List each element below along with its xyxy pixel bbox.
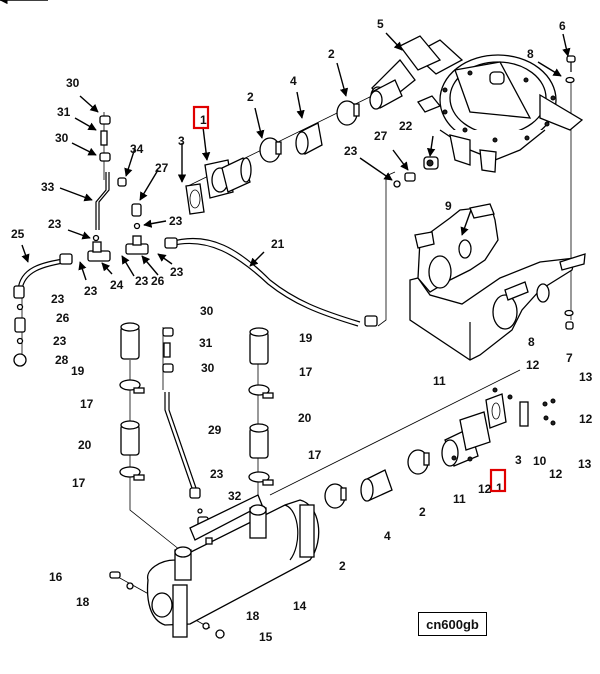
callout-30: 30 [200,304,214,318]
figure-id-label: cn600gb [418,612,487,636]
callout-20: 20 [298,411,312,425]
callout-29: 29 [208,423,222,437]
callout-2: 2 [419,505,426,519]
callout-12: 12 [549,467,563,481]
callout-23: 23 [53,334,67,348]
upper-hose-assembly [185,79,403,215]
drain-tube [162,327,209,530]
callout-12: 12 [579,412,593,426]
leader-arrows [0,0,571,281]
callout-28: 28 [55,353,69,367]
callout-30: 30 [201,361,215,375]
gasket-upper [185,183,205,215]
callout-2: 2 [328,47,335,61]
tube-centerline [377,171,396,327]
callout-14: 14 [293,599,307,613]
callout-18: 18 [246,609,260,623]
highlight-box-upper [192,105,210,130]
callout-labels: 1 1 2 2 2 2 2 3 3 4 4 5 6 7 8 8 9 10 11 … [11,17,593,644]
callout-9: 9 [445,199,452,213]
callout-23: 23 [135,274,149,288]
callout-4: 4 [384,529,391,543]
callout-13: 13 [578,457,592,471]
callout-30: 30 [66,76,80,90]
left-hose-stack [119,322,145,481]
callout-7: 7 [566,351,573,365]
callout-25: 25 [11,227,25,241]
callout-27: 27 [374,129,388,143]
callout-8: 8 [528,335,535,349]
callout-10: 10 [533,454,547,468]
callout-33: 33 [41,180,55,194]
callout-11: 11 [453,492,466,506]
callout-23: 23 [169,214,183,228]
right-hose-stack [248,327,274,486]
left-hose-centerline [129,360,181,551]
callout-26: 26 [151,274,165,288]
callout-17: 17 [308,448,322,462]
callout-8: 8 [527,47,534,61]
callout-3: 3 [515,453,522,467]
callout-3: 3 [178,134,185,148]
callout-27: 27 [155,161,169,175]
callout-12: 12 [478,482,492,496]
callout-21: 21 [271,237,285,251]
callout-15: 15 [259,630,273,644]
callout-5: 5 [377,17,384,31]
callout-23: 23 [48,217,62,231]
pump-bolt-stack [564,55,576,330]
lower-hose-assembly [324,387,556,509]
callout-12: 12 [526,358,540,372]
water-pump [370,35,584,173]
callout-31: 31 [57,105,71,119]
callout-24: 24 [110,278,124,292]
callout-23: 23 [344,144,358,158]
callout-17: 17 [80,397,94,411]
callout-26: 26 [56,311,70,325]
mounting-bracket [409,203,586,361]
mount-hardware [109,571,225,639]
callout-19: 19 [71,364,85,378]
callout-31: 31 [199,336,213,350]
callout-23: 23 [51,292,65,306]
callout-16: 16 [49,570,63,584]
callout-1-upper: 1 [200,113,207,127]
callout-23: 23 [84,284,98,298]
callout-30: 30 [55,131,69,145]
callout-6: 6 [559,19,566,33]
callout-17: 17 [72,476,86,490]
callout-1-lower: 1 [496,481,503,495]
callout-19: 19 [299,331,313,345]
callout-11: 11 [433,374,446,388]
callout-2: 2 [247,90,254,104]
lower-hose-centerline [269,369,521,496]
callout-2: 2 [339,559,346,573]
callout-17: 17 [299,365,313,379]
callout-20: 20 [78,438,92,452]
callout-13: 13 [579,370,593,384]
callout-32: 32 [228,489,242,503]
callout-23: 23 [170,265,184,279]
callout-18: 18 [76,595,90,609]
pump-fittings [393,156,439,188]
heat-exchanger [146,494,320,638]
callout-4: 4 [290,74,297,88]
callout-23: 23 [210,467,224,481]
callout-34: 34 [130,142,144,156]
callout-22: 22 [399,119,413,133]
fitting-tree [13,115,378,367]
highlight-box-lower [489,468,507,493]
